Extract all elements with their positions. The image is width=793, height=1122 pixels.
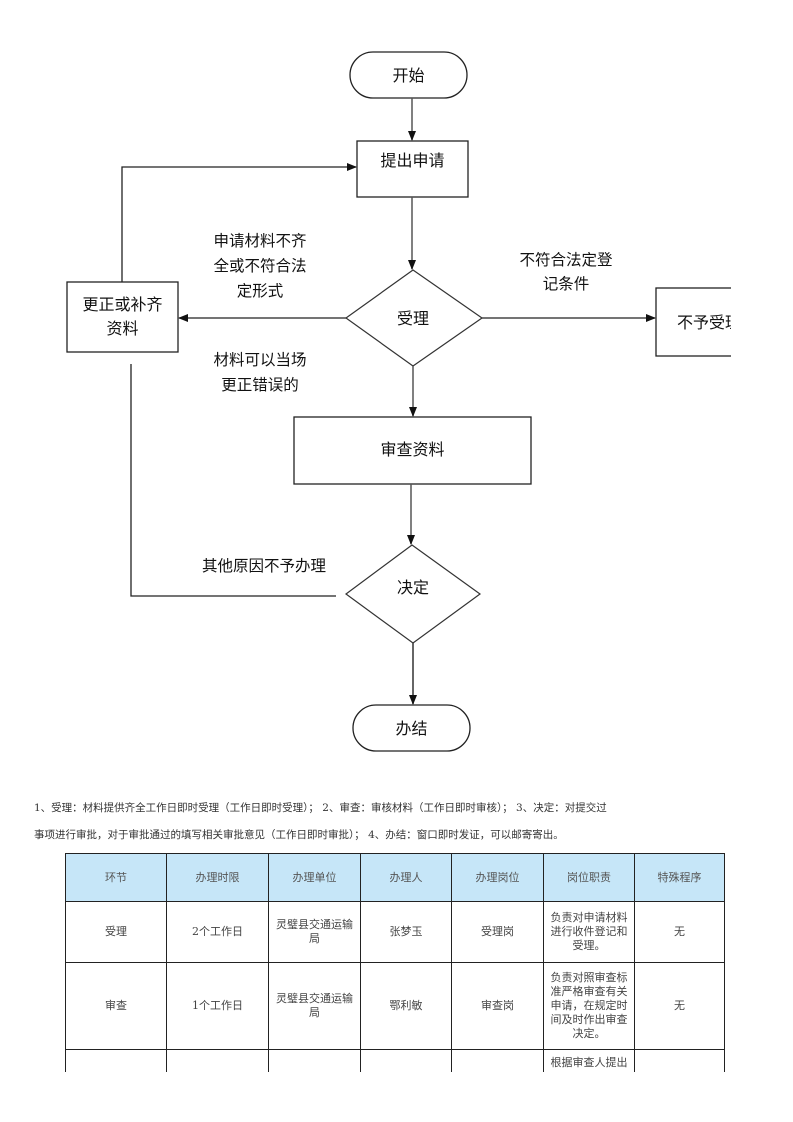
notes-line-1: 1、受理：材料提供齐全工作日即时受理（工作日即时受理）； 2、审查：审核材料（工… <box>34 802 607 814</box>
correct-label-line2: 资料 <box>106 319 138 338</box>
cell-time-limit: 1个工作日 <box>166 962 269 1050</box>
process-notes: 1、受理：材料提供齐全工作日即时受理（工作日即时受理）； 2、审查：审核材料（工… <box>34 795 754 849</box>
svg-text:材料可以当场: 材料可以当场 <box>213 351 306 369</box>
table-row: 审查 1个工作日 灵璧县交通运输局 鄂利敏 审查岗 负责对照审查标准严格审查有关… <box>65 962 725 1050</box>
label-other-reason: 其他原因不予办理 <box>202 557 326 575</box>
cell-post: 受理岗 <box>451 901 544 963</box>
header-time-limit: 办理时限 <box>166 853 269 902</box>
cell-stage: 审查 <box>65 962 167 1050</box>
header-post: 办理岗位 <box>451 853 544 902</box>
cell-stage: 受理 <box>65 901 167 963</box>
header-unit: 办理单位 <box>268 853 361 902</box>
review-label: 审查资料 <box>380 440 444 459</box>
correct-label-line1: 更正或补齐 <box>82 295 162 314</box>
finish-label: 办结 <box>395 719 427 738</box>
cell-unit: 灵璧县交通运输局 <box>268 901 361 963</box>
accept-label: 受理 <box>397 309 429 328</box>
header-special: 特殊程序 <box>634 853 725 902</box>
accept-decision: 受理 <box>344 269 484 367</box>
header-handler: 办理人 <box>360 853 452 902</box>
header-duty: 岗位职责 <box>543 853 635 902</box>
svg-text:记条件: 记条件 <box>543 275 590 293</box>
submit-node: 提出申请 <box>356 140 469 198</box>
cell-post: 审查岗 <box>451 962 544 1050</box>
start-node: 开始 <box>349 51 468 99</box>
review-node: 审查资料 <box>293 416 532 485</box>
cell-time-limit: 2个工作日 <box>166 901 269 963</box>
label-correctable: 材料可以当场 更正错误的 <box>213 351 306 394</box>
cell-handler: 鄂利敏 <box>360 962 452 1050</box>
arrow-correct-to-submit <box>121 163 357 282</box>
submit-label: 提出申请 <box>380 151 444 170</box>
page-cutoff <box>0 1072 793 1122</box>
decide-label: 决定 <box>397 578 429 597</box>
header-stage: 环节 <box>65 853 167 902</box>
label-not-qualified: 不符合法定登 记条件 <box>519 251 613 293</box>
flowchart: 开始 提出申请 受理 更正或补齐 资料 申请材料不齐 全或不符合法 定形式 材料… <box>66 51 793 752</box>
decide-decision: 决定 <box>344 544 482 644</box>
correct-materials-node: 更正或补齐 资料 <box>66 281 179 353</box>
svg-text:定形式: 定形式 <box>237 282 284 300</box>
line-decide-to-correct <box>130 364 336 597</box>
finish-node: 办结 <box>352 704 471 752</box>
cell-handler: 张梦玉 <box>360 901 452 963</box>
svg-text:更正错误的: 更正错误的 <box>221 376 299 394</box>
cell-duty: 负责对申请材料进行收件登记和受理。 <box>543 901 635 963</box>
cell-duty: 负责对照审查标准严格审查有关申请，在规定时间及时作出审查决定。 <box>543 962 635 1050</box>
table-header-row: 环节 办理时限 办理单位 办理人 办理岗位 岗位职责 特殊程序 <box>65 853 725 902</box>
cell-special: 无 <box>634 962 725 1050</box>
svg-text:全或不符合法: 全或不符合法 <box>213 257 306 275</box>
label-incomplete: 申请材料不齐 全或不符合法 定形式 <box>213 232 306 300</box>
start-label: 开始 <box>392 66 424 85</box>
svg-text:申请材料不齐: 申请材料不齐 <box>213 232 306 250</box>
notes-line-2: 事项进行审批，对于审批通过的填写相关审批意见（工作日即时审批）； 4、办结：窗口… <box>34 829 564 841</box>
svg-text:不符合法定登: 不符合法定登 <box>519 251 613 269</box>
cell-special: 无 <box>634 901 725 963</box>
cell-unit: 灵璧县交通运输局 <box>268 962 361 1050</box>
reject-label: 不予受理 <box>677 313 741 332</box>
table-row: 受理 2个工作日 灵璧县交通运输局 张梦玉 受理岗 负责对申请材料进行收件登记和… <box>65 901 725 963</box>
